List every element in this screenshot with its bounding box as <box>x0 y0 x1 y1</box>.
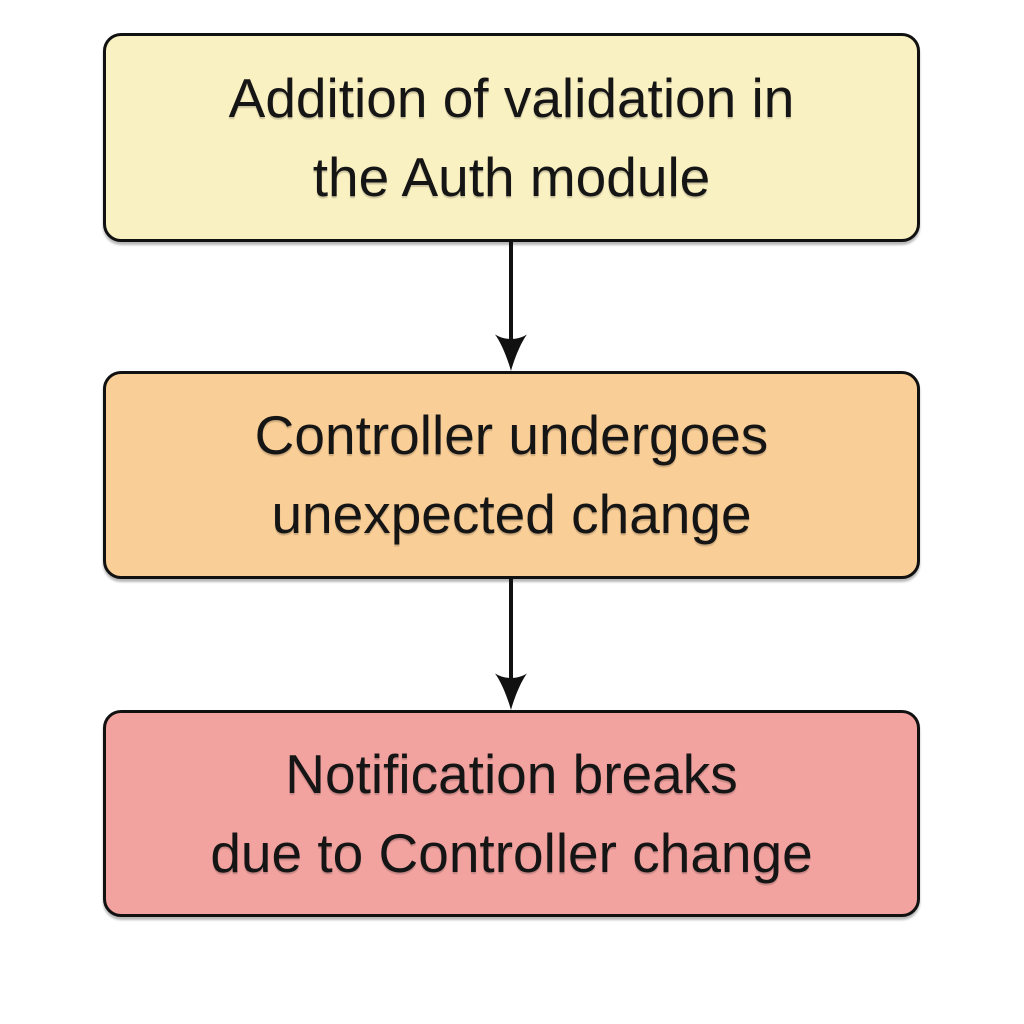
down-arrow-connector-2 <box>491 579 531 710</box>
node-text-line: unexpected change <box>271 483 752 545</box>
flow-node-controller-change: Controller undergoes unexpected change <box>103 371 920 579</box>
node-text-line: Controller undergoes <box>254 404 769 466</box>
arrow-down-icon <box>495 579 527 710</box>
down-arrow-connector-1 <box>491 242 531 371</box>
node-text-line: due to Controller change <box>210 821 813 884</box>
node-text-line: Notification breaks <box>285 742 738 805</box>
flow-node-auth-validation: Addition of validation in the Auth modul… <box>103 33 920 242</box>
flow-node-notification-breaks: Notification breaks due to Controller ch… <box>103 710 920 917</box>
node-text-line: Addition of validation in <box>228 66 795 129</box>
node-text-line: the Auth module <box>312 145 711 208</box>
arrow-down-icon <box>495 242 527 371</box>
